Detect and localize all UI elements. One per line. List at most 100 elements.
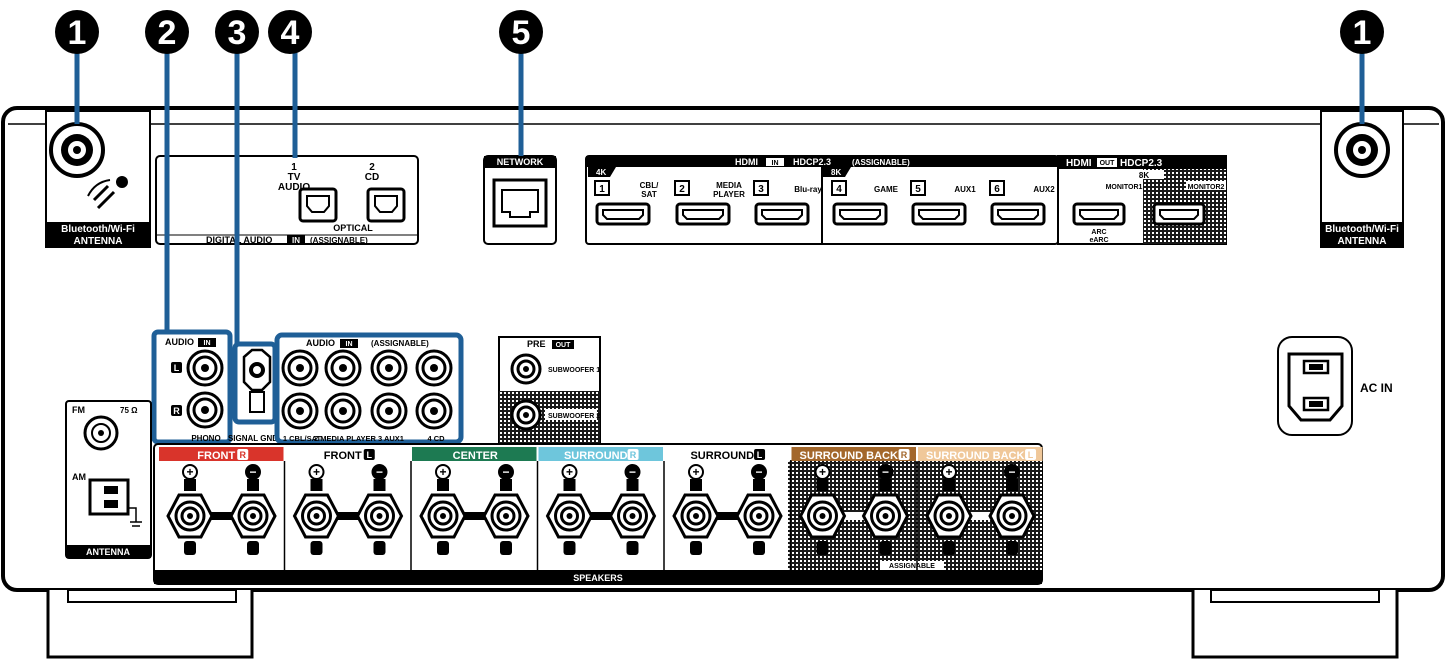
svg-text:TV: TV [288,172,301,183]
svg-text:2: 2 [158,14,177,52]
svg-text:75 Ω: 75 Ω [120,406,138,415]
rca-jack-1-r[interactable] [281,392,319,430]
speaker-terminal-minus[interactable]: − [355,464,404,555]
speaker-terminal-plus[interactable]: + [419,464,467,555]
svg-text:SIGNAL GND: SIGNAL GND [228,434,278,443]
hdmi-in-port-number: 6 [994,184,1000,195]
hdmi-in-port-name: GAME [874,185,899,194]
svg-text:+: + [186,465,193,479]
left-foot [46,590,254,659]
speaker-channel-name: SURROUND BACK [926,450,1024,462]
svg-text:4K: 4K [596,168,606,177]
rca-jack-3-r[interactable] [370,392,408,430]
speaker-channel-side: R [901,450,908,460]
speaker-terminal-plus[interactable]: + [798,464,847,555]
bt-antenna-label-1: Bluetooth/Wi-Fi [61,224,135,235]
svg-text:HDCP2.3: HDCP2.3 [1120,158,1163,169]
phono-jack-l[interactable] [186,349,224,387]
am-antenna-terminal[interactable] [88,478,142,527]
svg-text:(ASSIGNABLE): (ASSIGNABLE) [371,339,429,348]
audio-in-phono-section: AUDIO IN L R PHONO SIGNAL GND [151,329,278,445]
speaker-terminal-minus[interactable]: − [608,464,657,555]
speaker-terminal-plus[interactable]: + [166,464,214,555]
svg-text:−: − [502,465,509,479]
hdmi-in-port-6[interactable]: 6 AUX2 [989,180,1055,226]
hdmi-in-port-name: AUX1 [954,185,976,194]
svg-text:−: − [1008,465,1015,479]
rca-jack-3-l[interactable] [370,349,408,387]
speaker-terminal-minus[interactable]: − [861,464,910,555]
svg-text:8K: 8K [1139,171,1149,180]
svg-text:OUT: OUT [1100,160,1116,167]
hdmi-out-section: HDMI OUT HDCP2.3 8K MONITOR1 MONITOR2 AR… [1057,155,1227,245]
svg-text:L: L [174,363,180,373]
svg-text:HDMI: HDMI [735,157,758,167]
speaker-terminal-plus[interactable]: + [292,464,341,555]
hdmi-in-port-number: 1 [599,184,605,195]
svg-text:OPTICAL: OPTICAL [333,223,373,233]
bt-antenna-left: Bluetooth/Wi-Fi ANTENNA [45,110,151,248]
network-section: NETWORK [483,155,557,245]
svg-text:1: 1 [68,14,87,52]
svg-text:−: − [629,465,636,479]
rca-jack-4-l[interactable] [415,349,453,387]
speaker-terminal-plus[interactable]: + [545,464,594,555]
ac-inlet[interactable] [1287,352,1344,422]
hdmi-in-port-name: AUX2 [1033,185,1055,194]
subwoofer2-jack[interactable] [510,399,542,431]
right-foot-tab [1210,589,1380,603]
fm-antenna-jack[interactable] [83,415,119,451]
rca-jack-label: 1 CBL/SAT [283,434,322,443]
signal-gnd-terminal[interactable] [242,348,272,413]
svg-text:IN: IN [346,341,353,348]
svg-text:SUBWOOFER 1: SUBWOOFER 1 [548,367,600,374]
speaker-terminal-minus[interactable]: − [482,464,530,555]
svg-text:ANTENNA: ANTENNA [86,547,130,557]
svg-text:−: − [376,465,383,479]
speaker-terminal-minus[interactable]: − [735,464,783,555]
phono-jack-r[interactable] [186,391,224,429]
svg-text:HDCP2.3: HDCP2.3 [793,157,831,167]
rca-jack-label: 3 AUX1 [378,434,404,443]
bt-antenna-label-2: ANTENNA [1338,236,1387,247]
rca-jack-4-r[interactable] [415,392,453,430]
speaker-terminal-minus[interactable]: − [988,464,1036,555]
speaker-channel-name: FRONT [197,450,235,462]
svg-text:ARC: ARC [1091,229,1106,236]
hdmi-in-port-5[interactable]: 5 AUX1 [910,180,976,226]
speaker-terminal-plus[interactable]: + [925,464,973,555]
svg-text:AUDIO: AUDIO [165,337,194,347]
rca-jack-1-l[interactable] [281,349,319,387]
svg-text:8K: 8K [831,168,841,177]
svg-text:MONITOR2: MONITOR2 [1188,184,1225,191]
svg-text:PRE: PRE [527,339,546,349]
svg-text:NETWORK: NETWORK [497,157,544,167]
rca-jack-label: 4 CD [427,434,445,443]
speaker-channel-side: L [367,450,373,460]
subwoofer1-jack[interactable] [510,353,542,385]
svg-text:+: + [566,465,573,479]
svg-text:−: − [249,465,256,479]
callout-marker-3: 3 [215,10,259,54]
rca-jack-2-r[interactable] [324,392,362,430]
callout-marker-4: 4 [268,10,312,54]
speaker-terminal-minus[interactable]: − [229,464,277,555]
speaker-terminal-plus[interactable]: + [672,464,720,555]
hdmi-in-port-number: 5 [915,184,921,195]
callout-marker-2: 2 [145,10,189,54]
ac-in-label: AC IN [1360,381,1393,395]
rca-jack-2-l[interactable] [324,349,362,387]
left-foot-tab [67,589,237,603]
svg-text:HDMI: HDMI [1066,158,1092,169]
digital-audio-section: 1 TV AUDIO 2 CD OPTICAL DIGITAL AUDIO IN… [155,155,419,245]
